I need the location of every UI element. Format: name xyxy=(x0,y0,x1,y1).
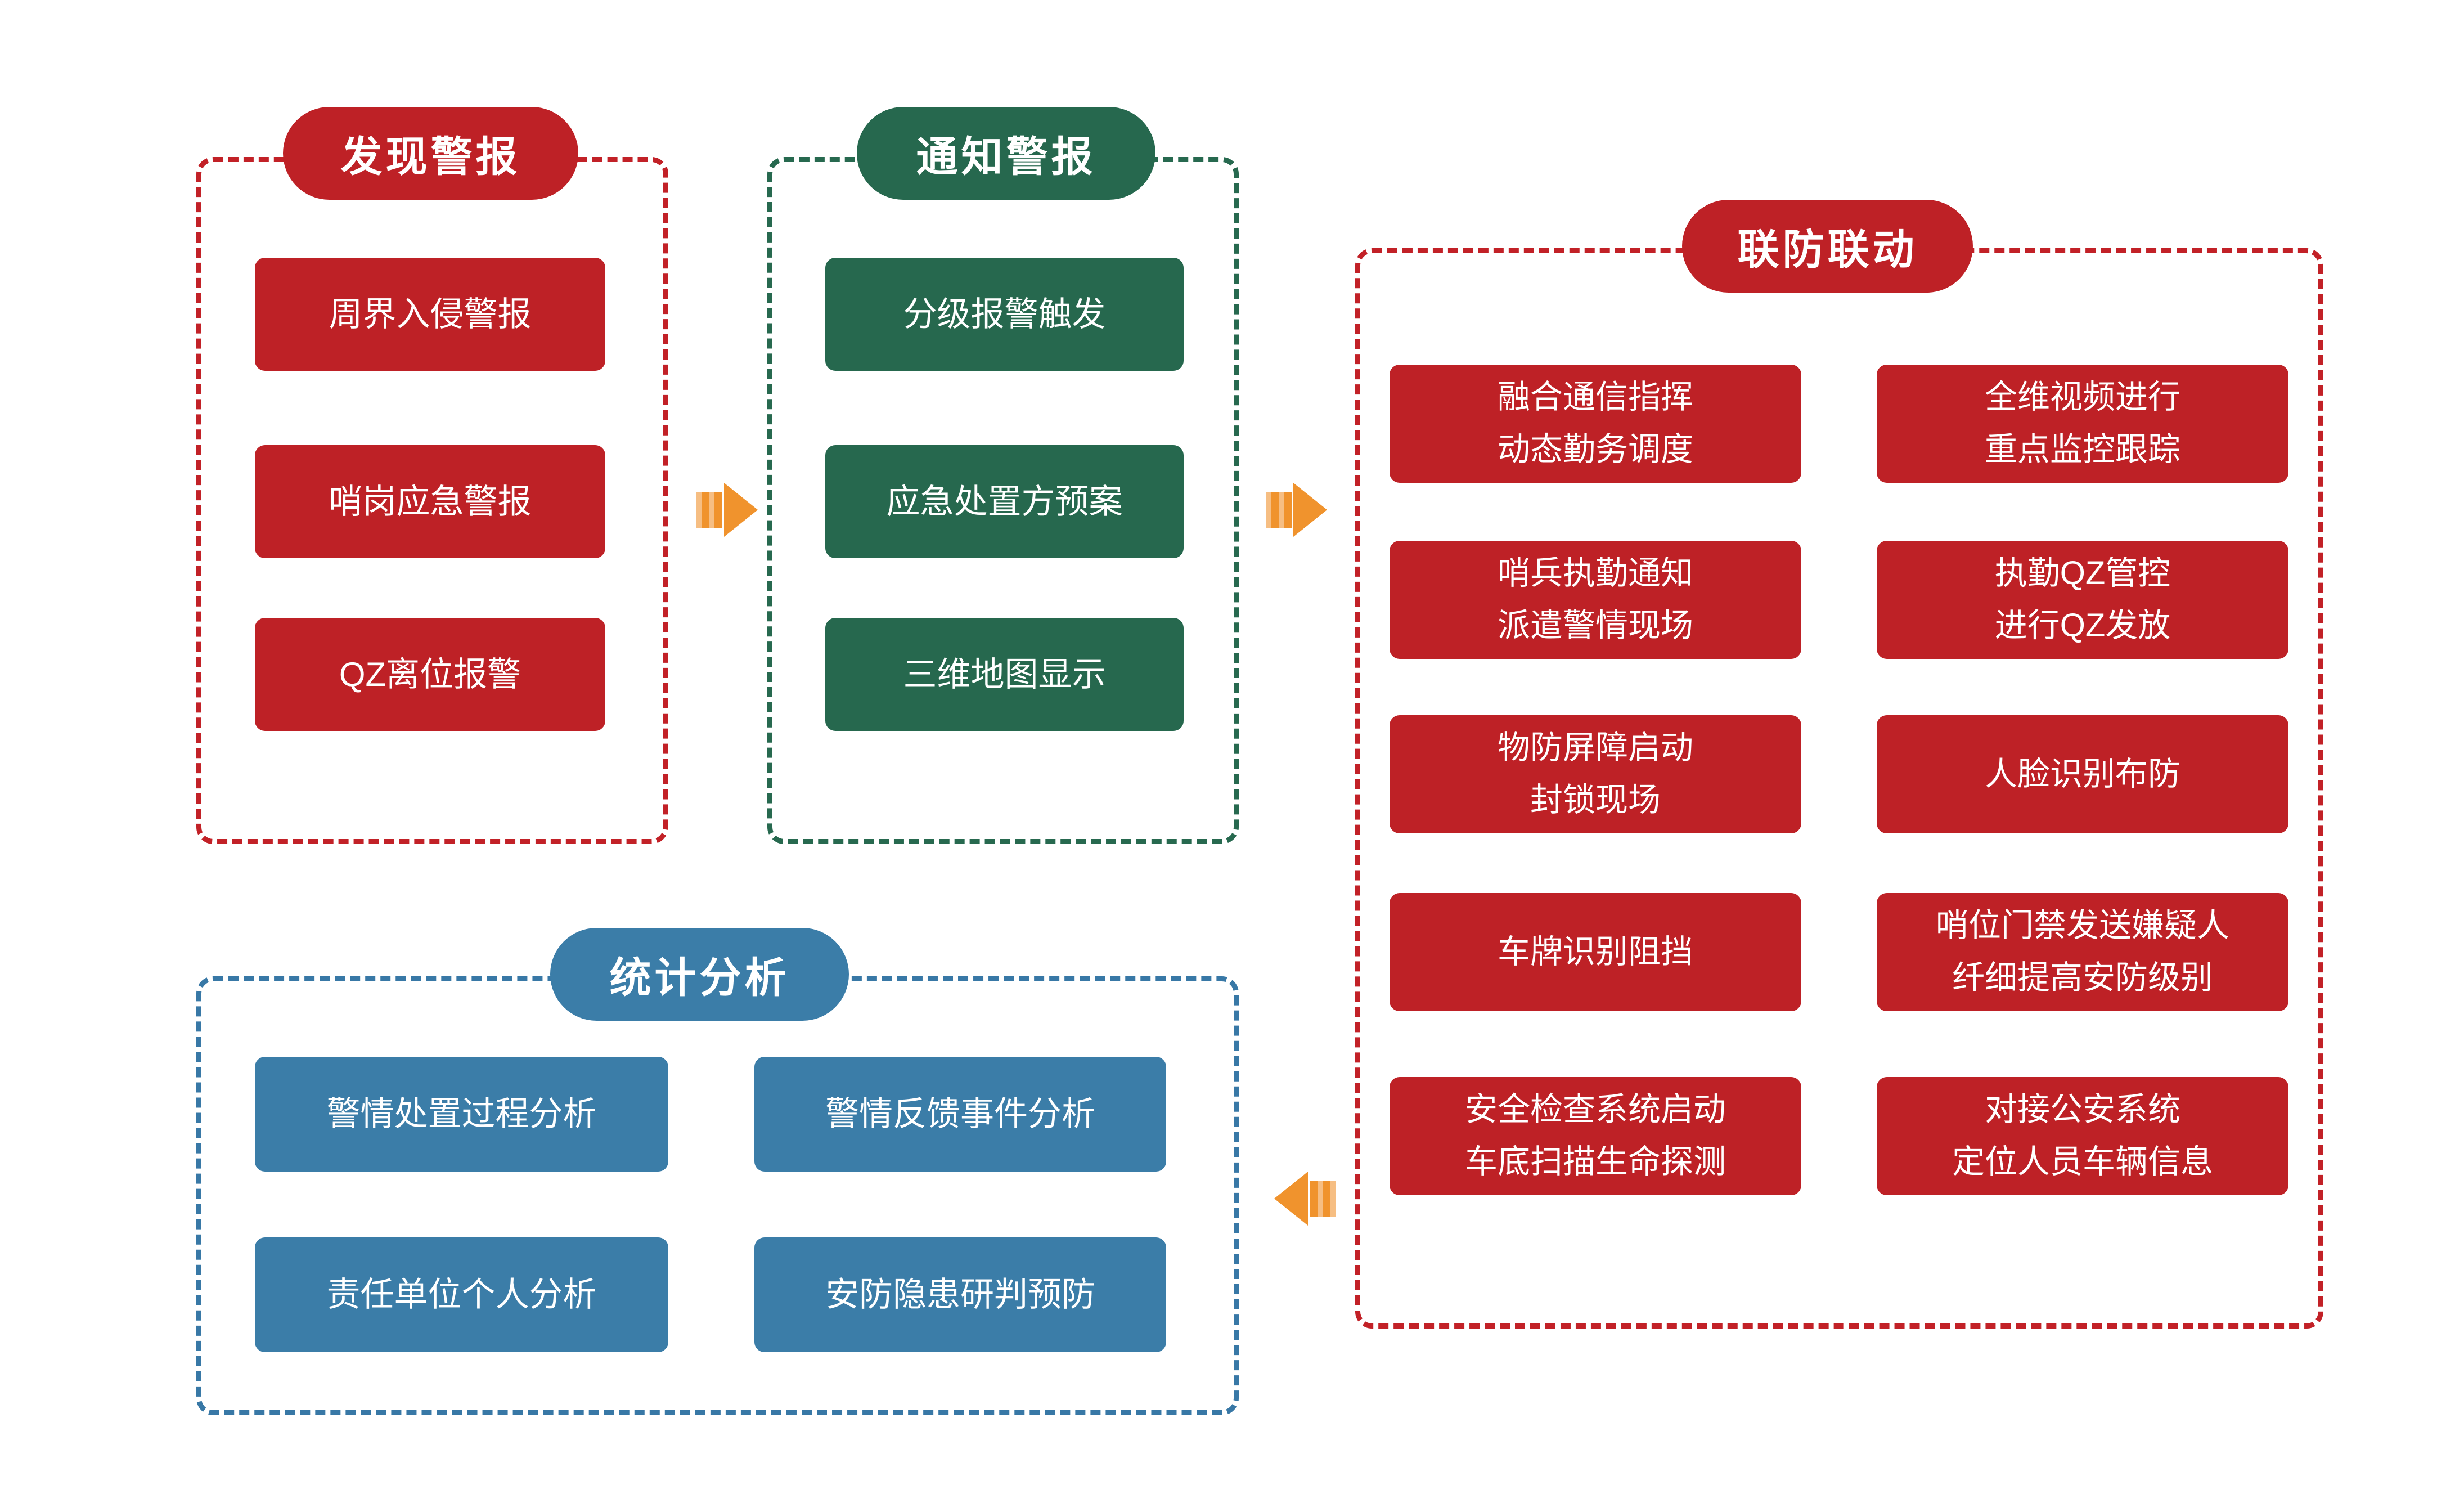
node-alarm-handling-process-analysis: 警情处置过程分析 xyxy=(255,1057,668,1172)
node-alarm-feedback-event-analysis: 警情反馈事件分析 xyxy=(754,1057,1166,1172)
node-security-check-underbody-scan: 安全检查系统启动 车底扫描生命探测 xyxy=(1390,1077,1801,1195)
node-duty-qz-control-issue: 执勤QZ管控 进行QZ发放 xyxy=(1877,541,2288,659)
node-sentry-duty-notify-dispatch: 哨兵执勤通知 派遣警情现场 xyxy=(1390,541,1801,659)
node-panoramic-video-tracking: 全维视频进行 重点监控跟踪 xyxy=(1877,365,2288,483)
node-qz-offpost-alarm: QZ离位报警 xyxy=(255,618,605,731)
node-security-risk-prediction: 安防隐患研判预防 xyxy=(754,1237,1166,1352)
section-title-discover-alarm: 发现警报 xyxy=(283,107,578,200)
flow-arrow-left-icon xyxy=(1274,1172,1336,1226)
node-emergency-response-plan: 应急处置方预案 xyxy=(825,445,1184,558)
node-face-recognition-deploy: 人脸识别布防 xyxy=(1877,715,2288,833)
arrow-bars xyxy=(1266,492,1292,528)
node-sentry-emergency-alarm: 哨岗应急警报 xyxy=(255,445,605,558)
node-police-system-link-locate: 对接公安系统 定位人员车辆信息 xyxy=(1877,1077,2288,1195)
node-3d-map-display: 三维地图显示 xyxy=(825,618,1184,731)
arrow-head xyxy=(1293,483,1327,537)
arrow-head xyxy=(1274,1172,1308,1226)
section-title-joint-defense: 联防联动 xyxy=(1682,200,1973,293)
arrow-bars xyxy=(696,492,722,528)
node-perimeter-intrusion-alarm: 周界入侵警报 xyxy=(255,258,605,371)
node-sentry-access-suspect-alert: 哨位门禁发送嫌疑人 纤细提高安防级别 xyxy=(1877,893,2288,1011)
section-title-statistical-analysis: 统计分析 xyxy=(550,928,849,1021)
node-plate-recognition-block: 车牌识别阻挡 xyxy=(1390,893,1801,1011)
flow-arrow-right-1-icon xyxy=(696,483,758,537)
flow-arrow-right-2-icon xyxy=(1266,483,1328,537)
arrow-head xyxy=(724,483,758,537)
node-physical-barrier-lockdown: 物防屏障启动 封锁现场 xyxy=(1390,715,1801,833)
node-converged-comms-dispatch: 融合通信指挥 动态勤务调度 xyxy=(1390,365,1801,483)
arrow-bars xyxy=(1310,1181,1336,1217)
section-title-notify-alarm: 通知警报 xyxy=(857,107,1155,200)
node-graded-alarm-trigger: 分级报警触发 xyxy=(825,258,1184,371)
node-responsible-unit-person-analysis: 责任单位个人分析 xyxy=(255,1237,668,1352)
